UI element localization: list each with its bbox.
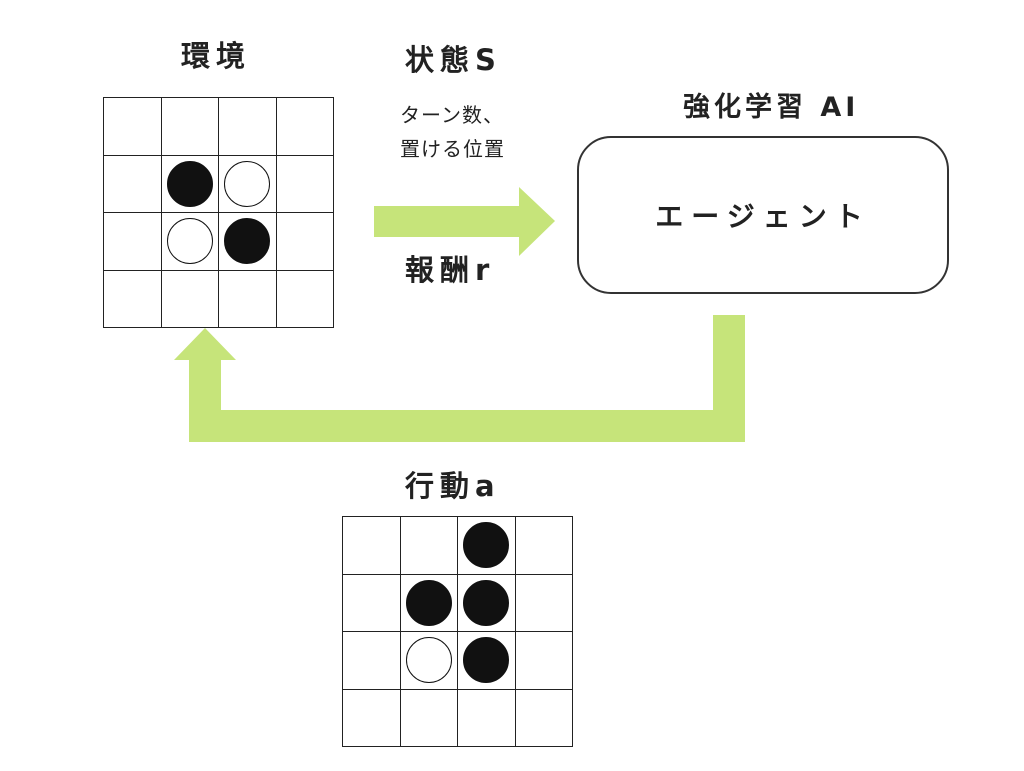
board-cell [104, 270, 162, 328]
agent-title: 強化学習 AI [683, 92, 860, 123]
board-cell [276, 213, 334, 271]
board-cell [104, 155, 162, 213]
board-cell [343, 689, 401, 747]
board-cell [400, 689, 458, 747]
action-arrow [174, 315, 745, 442]
white-stone [405, 637, 452, 684]
board-cell [458, 632, 516, 690]
state-description-line-2: 置ける位置 [400, 137, 505, 161]
state-description-line-1: ターン数、 [400, 103, 504, 127]
environment-board [103, 97, 334, 328]
board-cell [161, 155, 219, 213]
board-cell [400, 517, 458, 575]
board-cell [276, 98, 334, 156]
state-label: 状態S [405, 43, 502, 77]
board-cell [400, 632, 458, 690]
black-stone [405, 579, 452, 626]
board-cell [458, 574, 516, 632]
board-cell [219, 270, 277, 328]
board-cell [276, 155, 334, 213]
board-cell [343, 632, 401, 690]
action-board [342, 516, 573, 747]
board-cell [343, 517, 401, 575]
black-stone [463, 637, 510, 684]
black-stone [166, 160, 213, 207]
black-stone [463, 522, 510, 569]
white-stone [224, 160, 271, 207]
reward-label: 報酬r [405, 253, 496, 287]
board-cell [515, 574, 573, 632]
board-cell [343, 574, 401, 632]
agent-box: エージェント [577, 136, 949, 294]
board-cell [458, 517, 516, 575]
board-cell [161, 98, 219, 156]
state-arrow [374, 187, 555, 256]
board-cell [515, 517, 573, 575]
board-cell [219, 213, 277, 271]
environment-label: 環境 [181, 39, 252, 73]
board-cell [161, 213, 219, 271]
board-cell [515, 632, 573, 690]
action-label: 行動a [405, 469, 501, 503]
board-cell [276, 270, 334, 328]
board-cell [104, 213, 162, 271]
state-description: ターン数、 置ける位置 [400, 98, 505, 166]
board-cell [104, 98, 162, 156]
black-stone [224, 218, 271, 265]
agent-label: エージェント [655, 200, 871, 233]
white-stone [166, 218, 213, 265]
board-cell [515, 689, 573, 747]
board-cell [161, 270, 219, 328]
board-cell [458, 689, 516, 747]
board-cell [219, 98, 277, 156]
board-cell [219, 155, 277, 213]
black-stone [463, 579, 510, 626]
board-cell [400, 574, 458, 632]
